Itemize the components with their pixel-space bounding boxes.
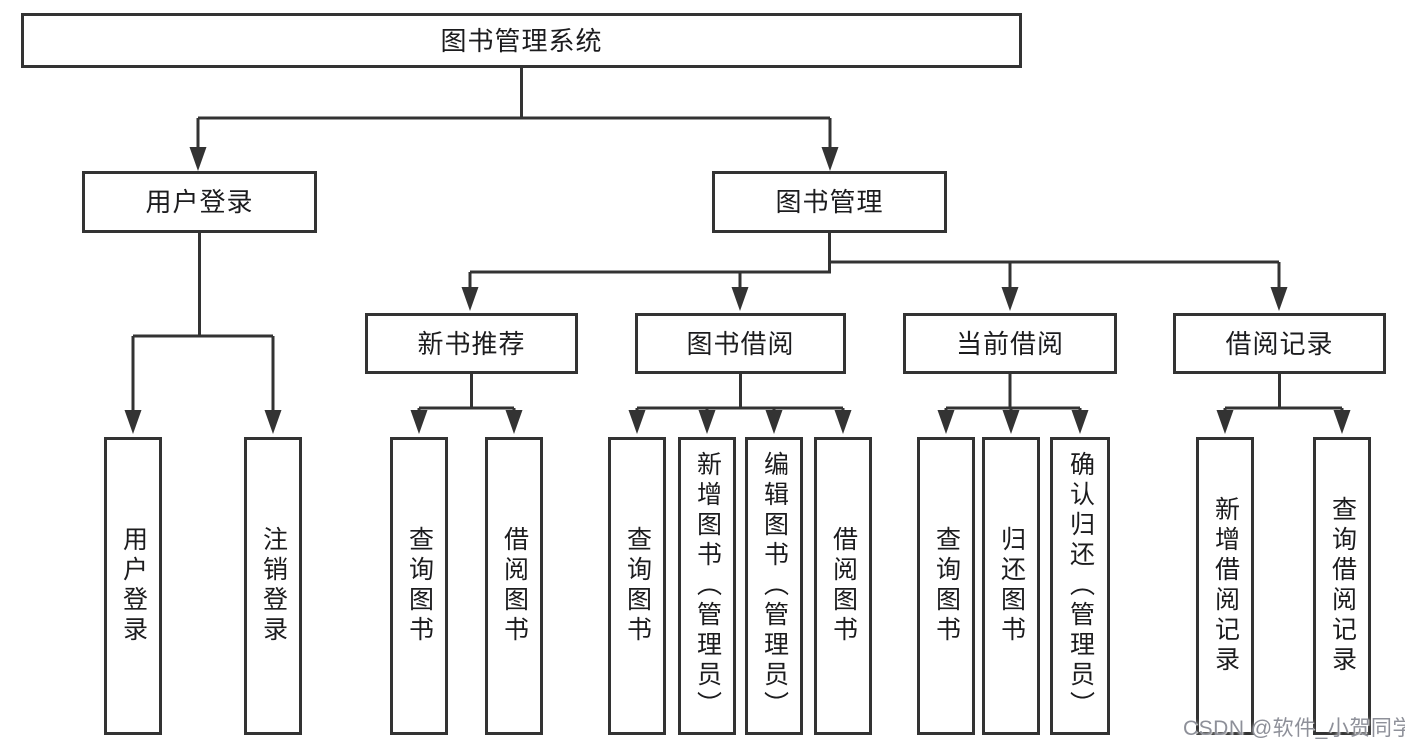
node-label: 新增借阅记录 [1211, 496, 1240, 676]
node-label: 编辑图书（管理员） [760, 451, 789, 721]
leaf-query-books-current: 查询图书 [917, 437, 975, 735]
leaf-borrow-books-recommend: 借阅图书 [485, 437, 543, 735]
arrow-to-book-management [821, 147, 839, 171]
connector-user-login-branch [124, 233, 282, 434]
arrow-to-borrow-records [1270, 287, 1288, 311]
node-book-management: 图书管理 [712, 171, 947, 233]
leaf-logout: 注销登录 [244, 437, 302, 735]
connector-borrow-records-branch [1216, 374, 1351, 434]
leaf-borrow-books: 借阅图书 [814, 437, 872, 735]
node-label: 当前借阅 [955, 328, 1064, 359]
node-label: 注销登录 [259, 526, 288, 646]
connector-root-to-level2 [189, 68, 839, 171]
node-label: 查询图书 [932, 526, 961, 646]
node-new-book-recommend: 新书推荐 [365, 313, 578, 374]
node-label: 查询图书 [405, 526, 434, 646]
node-borrow-records: 借阅记录 [1173, 313, 1386, 374]
leaf-add-books-admin: 新增图书（管理员） [678, 437, 736, 735]
node-label: 图书借阅 [686, 328, 795, 359]
leaf-query-borrow-record: 查询借阅记录 [1313, 437, 1371, 735]
node-label: 图书管理系统 [440, 25, 603, 56]
node-label: 借阅图书 [500, 526, 529, 646]
node-label: 新增图书（管理员） [693, 451, 722, 721]
connector-book-management-branch [461, 233, 1288, 311]
node-label: 新书推荐 [417, 328, 526, 359]
node-label: 借阅记录 [1225, 328, 1334, 359]
node-current-borrow: 当前借阅 [903, 313, 1117, 374]
connector-book-borrow-branch [628, 374, 852, 434]
node-label: 归还图书 [997, 526, 1026, 646]
arrow-to-leaf-logout [264, 410, 282, 434]
leaf-confirm-return-admin: 确认归还（管理员） [1050, 437, 1110, 735]
node-label: 确认归还（管理员） [1066, 451, 1095, 721]
csdn-watermark: CSDN @软件_小贺同学 [1183, 717, 1405, 740]
leaf-query-books-borrow: 查询图书 [608, 437, 666, 735]
arrow-to-book-borrow [731, 287, 749, 311]
leaf-add-borrow-record: 新增借阅记录 [1196, 437, 1254, 735]
arrow-to-leaf-user-login [124, 410, 142, 434]
arrow-to-user-login [189, 147, 207, 171]
node-label: 查询借阅记录 [1328, 496, 1357, 676]
connector-current-borrow-branch [937, 374, 1089, 434]
node-book-borrow: 图书借阅 [635, 313, 846, 374]
node-label: 借阅图书 [829, 526, 858, 646]
leaf-query-books-recommend: 查询图书 [390, 437, 448, 735]
node-user-login: 用户登录 [82, 171, 317, 233]
leaf-return-books: 归还图书 [982, 437, 1040, 735]
connector-new-book-recommend-branch [410, 374, 523, 434]
node-label: 图书管理 [775, 187, 884, 217]
node-library-system: 图书管理系统 [21, 13, 1022, 68]
arrow-to-new-book-recommend [461, 287, 479, 311]
leaf-edit-books-admin: 编辑图书（管理员） [745, 437, 803, 735]
node-label: 用户登录 [119, 526, 148, 646]
arrow-to-current-borrow [1001, 287, 1019, 311]
leaf-user-login: 用户登录 [104, 437, 162, 735]
node-label: 用户登录 [145, 187, 254, 217]
node-label: 查询图书 [623, 526, 652, 646]
